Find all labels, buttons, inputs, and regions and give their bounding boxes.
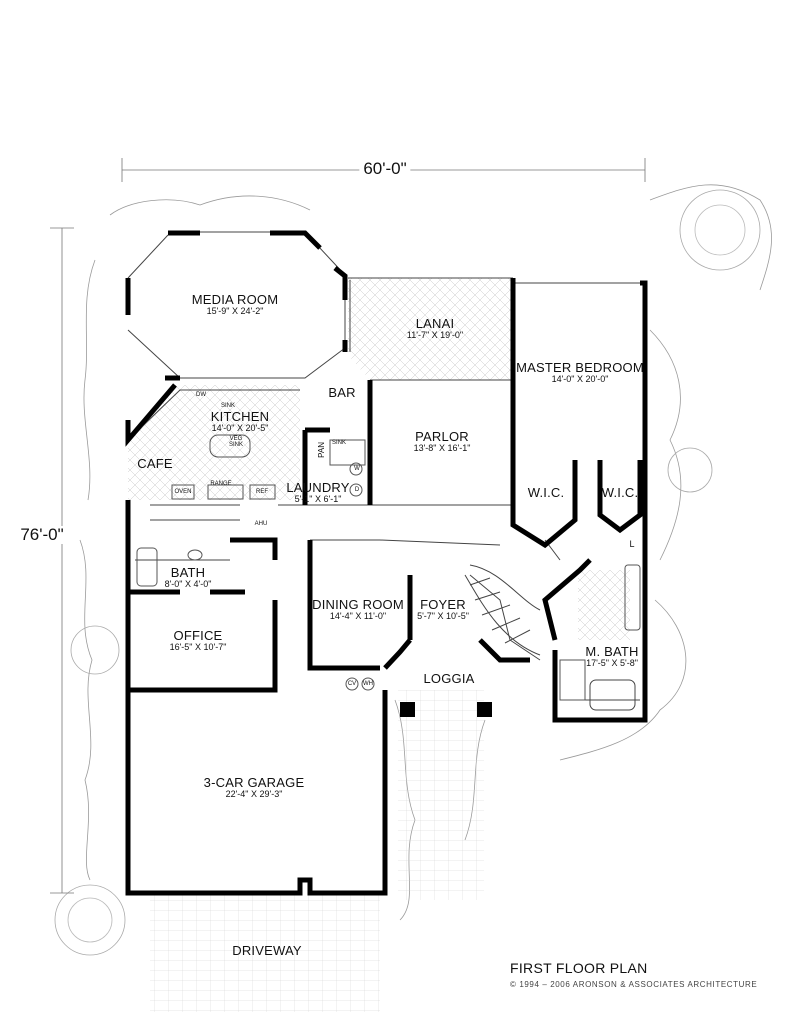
room-wic-left: W.I.C.: [527, 485, 565, 500]
fixture-linen: L: [629, 539, 635, 549]
room-cafe: CAFE: [137, 456, 173, 471]
room-size: 14'-0" X 20'-0": [551, 373, 609, 384]
plan-title: FIRST FLOOR PLAN: [510, 960, 648, 976]
room-wic-right: W.I.C.: [601, 485, 639, 500]
floor-finishes: [128, 278, 630, 1012]
room-name: MEDIA ROOM: [191, 292, 279, 307]
room-garage: 3-CAR GARAGE 22'-4" X 29'-3": [204, 776, 305, 799]
room-name: DINING ROOM: [312, 597, 404, 612]
fixture-range: RANGE: [210, 481, 232, 487]
room-size: 5'-7" X 10'-5": [417, 610, 469, 621]
fixture-sink: SINK: [220, 403, 236, 409]
room-size: 17'-5" X 5'-8": [586, 657, 638, 668]
room-name: LANAI: [415, 316, 455, 331]
room-name: 3-CAR GARAGE: [203, 775, 305, 790]
room-name: OFFICE: [173, 628, 223, 643]
room-size: 22'-4" X 29'-3": [225, 788, 283, 799]
room-name: LAUNDRY: [286, 480, 350, 495]
room-size: 8'-0" X 4'-0": [164, 578, 212, 589]
room-foyer: FOYER 5'-7" X 10'-5": [417, 598, 469, 621]
fixture-washer: W: [354, 466, 360, 472]
room-name: PARLOR: [415, 429, 469, 444]
overall-depth: 76'-0": [20, 525, 64, 544]
fixture-veg-sink: SINK: [228, 442, 244, 448]
room-dining-room: DINING ROOM 14'-4" X 11'-0": [312, 598, 404, 621]
room-size: 15'-9" X 24'-2": [206, 305, 264, 316]
room-office: OFFICE 16'-5" X 10'-7": [170, 629, 227, 652]
room-bath: BATH 8'-0" X 4'-0": [165, 566, 212, 589]
room-bar: BAR: [328, 385, 356, 400]
landscaping: [54, 184, 772, 956]
foyer-stair: [464, 564, 541, 656]
room-lanai: LANAI 11'-7" X 19'-0": [407, 317, 463, 340]
room-name: FOYER: [420, 597, 466, 612]
overall-width: 60'-0": [359, 160, 411, 178]
room-size: 16'-5" X 10'-7": [169, 641, 227, 652]
fixtures: [136, 434, 641, 701]
fixture-dryer: D: [354, 487, 360, 493]
fixture-pantry: PAN: [317, 442, 326, 458]
room-media-room: MEDIA ROOM 15'-9" X 24'-2": [192, 293, 279, 316]
room-name: BATH: [170, 565, 206, 580]
room-laundry: LAUNDRY 5'-1" X 6'-1": [286, 481, 349, 504]
fixture-oven: OVEN: [174, 489, 192, 495]
room-parlor: PARLOR 13'-8" X 16'-1": [414, 430, 471, 453]
room-name: M. BATH: [585, 644, 639, 659]
room-loggia: LOGGIA: [423, 671, 475, 686]
fixture-dw: DW: [196, 392, 206, 398]
exterior-walls: [125, 230, 648, 896]
room-m-bath: M. BATH 17'-5" X 5'-8": [585, 645, 638, 668]
room-size: 13'-8" X 16'-1": [413, 442, 471, 453]
room-kitchen: KITCHEN 14'-0" X 20'-5": [211, 410, 269, 433]
fixture-laundry-sink: SINK: [331, 440, 347, 446]
room-name: MASTER BEDROOM: [516, 360, 644, 375]
copyright-notice: © 1994 – 2006 ARONSON & ASSOCIATES ARCHI…: [510, 980, 758, 989]
fixture-ahu: AHU: [254, 521, 268, 527]
loggia-columns: [400, 702, 492, 717]
fixture-wh: WH: [363, 681, 373, 687]
room-driveway: DRIVEWAY: [232, 943, 302, 958]
room-size: 14'-4" X 11'-0": [329, 610, 387, 621]
dimension-lines: [50, 158, 646, 894]
fixture-veg: VEG: [229, 436, 243, 442]
fixture-cv: CV: [347, 681, 357, 687]
room-name: KITCHEN: [210, 409, 270, 424]
room-size: 5'-1" X 6'-1": [294, 493, 342, 504]
room-size: 14'-0" X 20'-5": [211, 422, 269, 433]
room-size: 11'-7" X 19'-0": [406, 329, 464, 340]
fixture-ref: REF: [256, 489, 268, 495]
room-master-bedroom: MASTER BEDROOM 14'-0" X 20'-0": [516, 361, 644, 384]
